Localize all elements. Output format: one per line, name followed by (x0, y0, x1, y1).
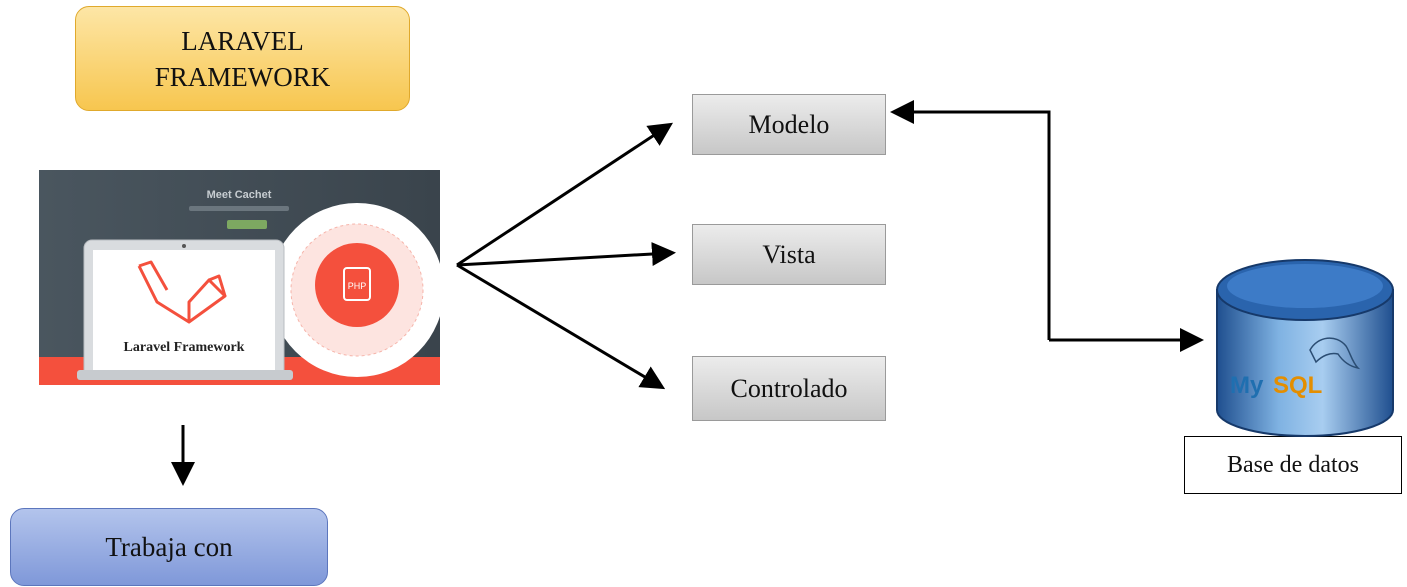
laravel-framework-image: Meet Cachet PHP Laravel Framework (39, 170, 440, 385)
controlado-box: Controlado (692, 356, 886, 421)
mysql-logo-sql: SQL (1273, 372, 1322, 399)
trabaja-con-box: Trabaja con (10, 508, 328, 586)
modelo-box: Modelo (692, 94, 886, 155)
arrow-to-modelo (456, 122, 674, 267)
title-line-1: LARAVEL (181, 25, 304, 56)
arrow-to-vista (456, 242, 676, 267)
mysql-logo-my: My (1230, 372, 1264, 399)
arrow-to-controlado (456, 263, 666, 390)
title-line-2: FRAMEWORK (154, 61, 331, 92)
image-headline: Meet Cachet (207, 189, 272, 201)
mysql-database-icon: My SQL (1216, 259, 1394, 437)
laravel-image-caption: Laravel Framework (124, 340, 245, 355)
vista-box: Vista (692, 224, 886, 285)
title-box: LARAVEL FRAMEWORK (75, 6, 410, 111)
php-badge: PHP (348, 281, 367, 291)
database-caption: Base de datos (1184, 436, 1402, 494)
arrow-db-to-modelo (890, 100, 1051, 340)
